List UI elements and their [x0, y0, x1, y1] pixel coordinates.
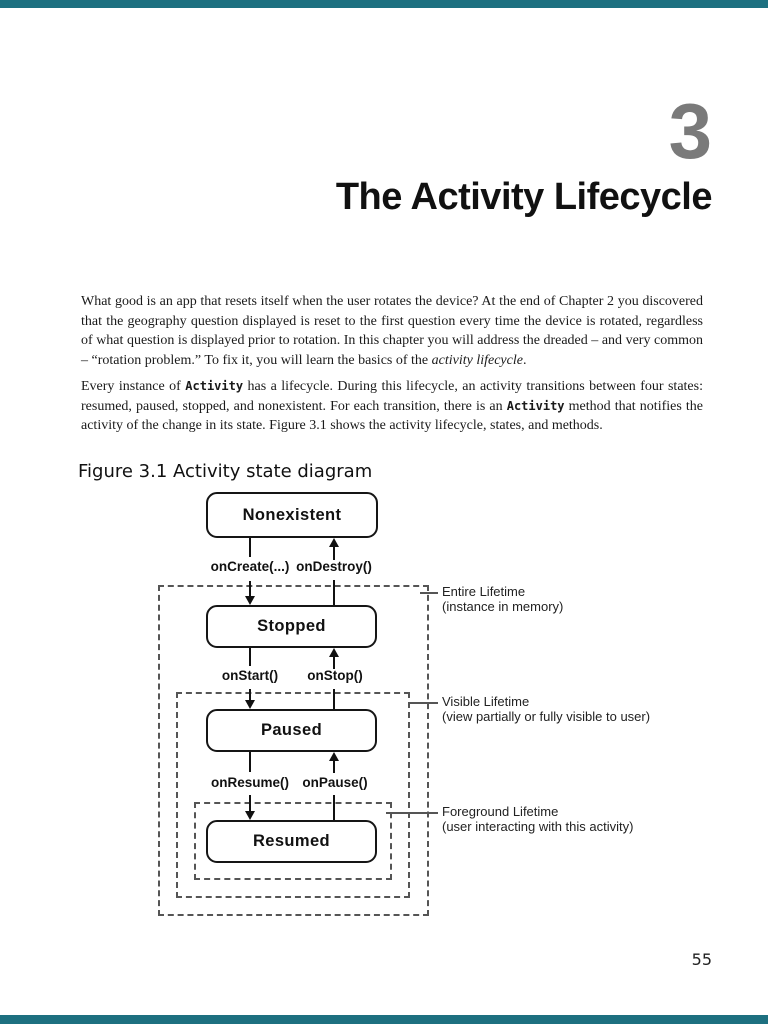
onstart-line-lower	[249, 689, 251, 701]
onpause-label: onPause()	[302, 775, 368, 790]
onresume-label: onResume()	[210, 775, 289, 790]
oncreate-arrowhead-icon	[245, 596, 255, 605]
onstart-arrowhead-icon	[245, 700, 255, 709]
p2-text-a: Every instance of	[81, 379, 186, 394]
visible-lifetime-box	[176, 692, 410, 898]
figure-caption: Figure 3.1 Activity state diagram	[78, 461, 373, 482]
foreground-lifetime-label: Foreground Lifetime (user interacting wi…	[442, 804, 634, 834]
visible-lifetime-title: Visible Lifetime	[442, 694, 530, 709]
top-edge-bar	[0, 0, 768, 8]
foreground-lifetime-subtitle: (user interacting with this activity)	[442, 818, 634, 834]
visible-lifetime-subtitle: (view partially or fully visible to user…	[442, 708, 651, 724]
onpause-line-lower	[333, 795, 335, 820]
p2-code-activity-2: Activity	[506, 398, 565, 413]
onpause-line-upper	[333, 761, 335, 773]
foreground-lifetime-title: Foreground Lifetime	[442, 804, 559, 819]
paragraph-1: What good is an app that resets itself w…	[81, 292, 703, 370]
entire-lifetime-label: Entire Lifetime (instance in memory)	[442, 584, 564, 614]
foreground-lifetime-connector	[386, 812, 438, 814]
p1-text: What good is an app that resets itself w…	[81, 294, 703, 368]
state-box-nonexistent: Nonexistent	[206, 492, 378, 538]
onstart-label: onStart()	[221, 668, 279, 683]
p1-italic-term: activity lifecycle	[431, 352, 523, 368]
state-box-paused: Paused	[206, 709, 377, 752]
onpause-arrowhead-icon	[329, 752, 339, 761]
oncreate-line-upper	[249, 538, 251, 557]
onstop-label: onStop()	[307, 668, 363, 683]
entire-lifetime-connector	[420, 592, 438, 594]
p2-code-activity-1: Activity	[185, 379, 244, 393]
chapter-title: The Activity Lifecycle	[335, 176, 713, 218]
visible-lifetime-connector	[409, 702, 438, 704]
entire-lifetime-title: Entire Lifetime	[442, 584, 526, 599]
onstop-line-upper	[333, 657, 335, 669]
onstop-arrowhead-icon	[329, 648, 339, 657]
oncreate-label: onCreate(...)	[210, 559, 290, 574]
ondestroy-line-upper	[333, 547, 335, 560]
entire-lifetime-subtitle: (instance in memory)	[442, 598, 564, 614]
entire-lifetime-box	[158, 585, 429, 916]
ondestroy-line-lower	[333, 580, 335, 605]
ondestroy-label: onDestroy()	[296, 559, 372, 574]
p2-text-c: method that notifies the activity of the…	[81, 398, 703, 434]
onresume-line-upper	[249, 752, 251, 772]
paragraph-2: Every instance of Activity has a lifecyc…	[81, 377, 703, 436]
visible-lifetime-label: Visible Lifetime (view partially or full…	[442, 694, 651, 724]
oncreate-line-lower	[249, 581, 251, 597]
chapter-number: 3	[668, 87, 712, 175]
state-box-resumed: Resumed	[206, 820, 377, 863]
page-number: 55	[691, 950, 712, 969]
foreground-lifetime-box	[194, 802, 392, 880]
onresume-line-lower	[249, 795, 251, 812]
onstart-line-upper	[249, 648, 251, 666]
bottom-edge-bar	[0, 1015, 768, 1024]
p1-period: .	[522, 352, 527, 368]
body-text: What good is an app that resets itself w…	[81, 292, 703, 436]
onstop-line-lower	[333, 689, 335, 709]
ondestroy-arrowhead-icon	[329, 538, 339, 547]
state-box-stopped: Stopped	[206, 605, 377, 648]
p2-text-b: has a lifecycle. During this lifecycle, …	[81, 379, 703, 414]
onresume-arrowhead-icon	[245, 811, 255, 820]
